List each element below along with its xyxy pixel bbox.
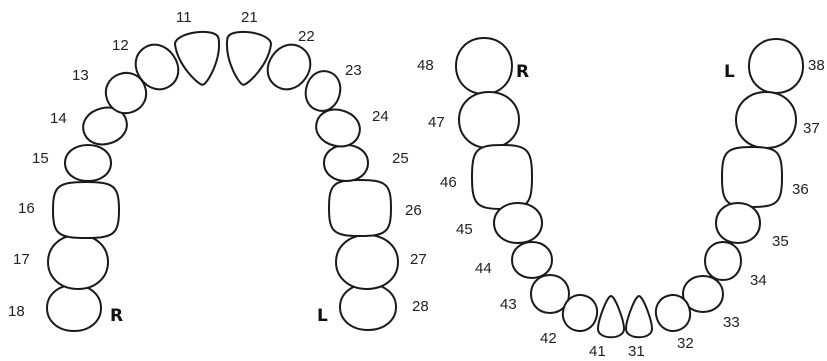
- tooth-number-14: 14: [50, 110, 67, 127]
- tooth-42[interactable]: [559, 291, 601, 335]
- tooth-38[interactable]: [748, 38, 804, 94]
- tooth-number-42: 42: [540, 330, 557, 347]
- tooth-32[interactable]: [652, 291, 694, 335]
- tooth-36[interactable]: [721, 146, 783, 208]
- upper-side-label-left: L: [317, 306, 328, 326]
- tooth-number-33: 33: [723, 314, 740, 331]
- tooth-23[interactable]: [301, 67, 344, 114]
- tooth-16[interactable]: [52, 181, 120, 239]
- tooth-24[interactable]: [312, 105, 364, 151]
- tooth-27[interactable]: [335, 234, 399, 290]
- tooth-17[interactable]: [47, 234, 109, 290]
- tooth-11[interactable]: [174, 29, 225, 87]
- upper-side-label-right: R: [110, 306, 123, 326]
- lower-arch: R L 31 32 33 34 35 36 37 38 41 42 43 44 45 46 47 48: [417, 37, 825, 360]
- tooth-number-44: 44: [475, 260, 492, 277]
- tooth-26[interactable]: [328, 179, 392, 237]
- tooth-47[interactable]: [458, 91, 520, 149]
- tooth-number-25: 25: [392, 150, 409, 167]
- tooth-number-22: 22: [298, 28, 315, 45]
- tooth-44[interactable]: [511, 241, 553, 279]
- tooth-number-46: 46: [440, 174, 457, 191]
- tooth-number-13: 13: [72, 67, 89, 84]
- tooth-33[interactable]: [682, 275, 724, 313]
- tooth-28[interactable]: [339, 283, 397, 331]
- tooth-22[interactable]: [259, 37, 318, 98]
- tooth-number-34: 34: [750, 272, 767, 289]
- tooth-48[interactable]: [455, 37, 513, 95]
- tooth-number-32: 32: [677, 335, 694, 352]
- tooth-number-12: 12: [112, 37, 129, 54]
- tooth-number-23: 23: [345, 62, 362, 79]
- tooth-46[interactable]: [471, 144, 533, 210]
- tooth-21[interactable]: [221, 29, 272, 87]
- tooth-37[interactable]: [735, 91, 797, 149]
- tooth-number-16: 16: [18, 200, 35, 217]
- tooth-31[interactable]: [625, 295, 653, 339]
- tooth-34[interactable]: [704, 241, 742, 281]
- tooth-41[interactable]: [597, 295, 625, 339]
- tooth-45[interactable]: [493, 202, 543, 244]
- tooth-number-48: 48: [417, 57, 434, 74]
- tooth-15[interactable]: [64, 144, 112, 182]
- tooth-12[interactable]: [127, 37, 186, 98]
- tooth-number-26: 26: [405, 202, 422, 219]
- tooth-number-28: 28: [412, 298, 429, 315]
- tooth-number-21: 21: [241, 9, 258, 26]
- lower-side-label-left: L: [724, 62, 735, 82]
- tooth-number-24: 24: [372, 108, 389, 125]
- tooth-43[interactable]: [530, 274, 570, 314]
- tooth-number-41: 41: [589, 343, 606, 360]
- tooth-25[interactable]: [323, 144, 369, 182]
- tooth-number-37: 37: [803, 120, 820, 137]
- tooth-number-36: 36: [792, 181, 809, 198]
- tooth-number-31: 31: [628, 343, 645, 360]
- tooth-number-38: 38: [808, 57, 825, 74]
- tooth-number-15: 15: [32, 150, 49, 167]
- tooth-number-27: 27: [410, 251, 427, 268]
- tooth-35[interactable]: [715, 202, 761, 244]
- tooth-number-18: 18: [8, 303, 25, 320]
- tooth-number-11: 11: [176, 9, 192, 26]
- tooth-number-17: 17: [13, 251, 30, 268]
- tooth-number-45: 45: [456, 221, 473, 238]
- tooth-number-47: 47: [428, 114, 445, 131]
- tooth-number-43: 43: [500, 296, 517, 313]
- tooth-18[interactable]: [46, 284, 102, 332]
- lower-side-label-right: R: [516, 62, 529, 82]
- tooth-number-35: 35: [772, 233, 789, 250]
- upper-arch: R L 11 12 13 14 15 16 17 18 21 22 23 24 25 26 27 28: [8, 9, 429, 332]
